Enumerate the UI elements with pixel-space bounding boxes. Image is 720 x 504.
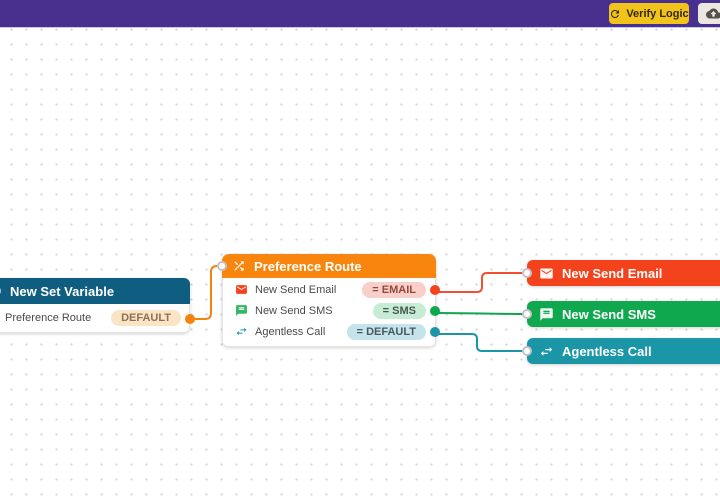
input-port[interactable] [522, 346, 532, 356]
node-title: New Set Variable [10, 283, 115, 299]
transfer-icon [235, 325, 248, 338]
set-variable-row: Preference Route DEFAULT [0, 304, 190, 333]
output-port-sms[interactable] [430, 305, 440, 316]
input-port[interactable] [217, 261, 227, 271]
node-send-sms[interactable]: New Send SMS [522, 301, 720, 327]
branch-row-default: Agentless Call = DEFAULT [223, 321, 440, 342]
variable-icon [0, 283, 2, 299]
node-agentless-call[interactable]: Agentless Call [522, 338, 720, 364]
publish-button[interactable] [698, 3, 720, 24]
cloud-upload-icon [706, 6, 720, 21]
verify-logic-label: Verify Logic [626, 7, 689, 20]
wire-default [435, 333, 528, 352]
node-title: Preference Route [254, 258, 362, 274]
branch-row-email: New Send Email = EMAIL [223, 279, 440, 300]
flow-canvas[interactable]: New Set Variable Preference Route DEFAUL… [0, 28, 720, 504]
output-port-email[interactable] [430, 284, 440, 295]
output-port-default[interactable] [430, 326, 440, 337]
branch-label: Agentless Call [255, 325, 326, 338]
node-title: New Send SMS [562, 306, 656, 322]
output-port[interactable] [185, 314, 195, 324]
branch-condition-badge: = EMAIL [362, 281, 426, 298]
email-icon [539, 266, 554, 281]
set-variable-header: New Set Variable [0, 278, 190, 304]
variable-value-badge: DEFAULT [111, 310, 181, 326]
node-preference-route[interactable]: Preference Route New Send Email = EMAIL … [217, 254, 440, 347]
refresh-icon [609, 8, 621, 20]
email-icon [235, 283, 248, 296]
branch-label: New Send SMS [255, 304, 333, 317]
input-port[interactable] [522, 268, 532, 278]
wire-email [435, 272, 528, 293]
wire-sms [435, 312, 528, 315]
verify-logic-button[interactable]: Verify Logic [609, 3, 689, 24]
input-port[interactable] [522, 309, 532, 319]
branch-condition-badge: = SMS [372, 302, 426, 319]
wire-setvar-to-route [189, 265, 223, 320]
node-title: Agentless Call [562, 343, 652, 359]
sms-icon [235, 304, 248, 317]
node-set-variable[interactable]: New Set Variable Preference Route DEFAUL… [0, 278, 195, 333]
node-title: New Send Email [562, 265, 663, 281]
preference-route-branches: New Send Email = EMAIL New Send SMS = SM… [222, 278, 440, 347]
variable-name-label: Preference Route [5, 312, 92, 324]
top-toolbar: Verify Logic [0, 0, 720, 28]
branch-row-sms: New Send SMS = SMS [223, 300, 440, 321]
preference-route-header: Preference Route [217, 254, 436, 278]
shuffle-icon [232, 259, 246, 273]
branch-label: New Send Email [255, 283, 337, 296]
branch-condition-badge: = DEFAULT [346, 323, 426, 340]
transfer-icon [539, 344, 554, 359]
node-send-email[interactable]: New Send Email [522, 260, 720, 286]
sms-icon [539, 307, 554, 322]
